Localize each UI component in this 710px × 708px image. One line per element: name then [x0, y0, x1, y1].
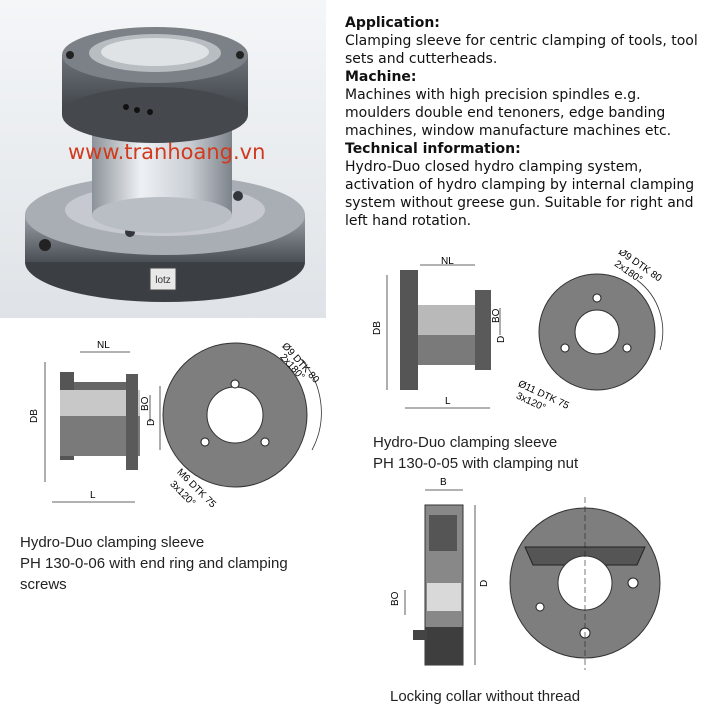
d1-caption-line2: PH 130-0-06 with end ring and clamping	[20, 555, 288, 572]
d2-bo-label: BO	[491, 308, 502, 323]
caption-drawing3: Locking collar without thread	[390, 688, 581, 705]
d2-nl-label: NL	[441, 256, 454, 267]
drawing-locking-collar: B D BO	[390, 477, 661, 670]
photo-badge: lotz	[155, 275, 171, 286]
application-heading: Application:	[345, 15, 440, 31]
d1-nl-label: NL	[97, 340, 110, 351]
caption-drawing1: Hydro-Duo clamping sleeve PH 130-0-06 wi…	[20, 532, 340, 595]
d1-l-label: L	[90, 490, 96, 501]
machine-text: Machines with high precision spindles e.…	[345, 87, 672, 139]
machine-heading: Machine:	[345, 69, 417, 85]
d1-caption-line1: Hydro-Duo clamping sleeve	[20, 534, 205, 551]
d2-caption-line1: Hydro-Duo clamping sleeve	[373, 434, 558, 451]
d1-caption-line3: screws	[20, 576, 67, 593]
technical-text: Hydro-Duo closed hydro clamping system, …	[345, 159, 695, 229]
d2-caption-line2: PH 130-0-05 with clamping nut	[373, 455, 579, 472]
drawing-ph-130-0-06: NL DB BO D L Ø9 DTK 80 2x180° M6 DTK 75 …	[29, 340, 322, 511]
product-photo: lotz	[0, 0, 326, 318]
d3-b-label: B	[440, 477, 447, 488]
d2-d-label: D	[496, 336, 507, 343]
d2-db-label: DB	[372, 321, 383, 335]
d3-d-label: D	[479, 580, 490, 587]
drawing-ph-130-0-05: NL DB BO D L Ø9 DTK 80 2x180° Ø11 DTK 75…	[372, 250, 664, 414]
d3-bo-label: BO	[390, 591, 401, 606]
d2-l-label: L	[445, 396, 451, 407]
clamping-sleeve-render: lotz	[25, 27, 305, 302]
application-text: Clamping sleeve for centric clamping of …	[345, 33, 698, 67]
technical-heading: Technical information:	[345, 141, 521, 157]
watermark: www.tranhoang.vn	[68, 140, 266, 164]
d1-d-label: D	[146, 419, 157, 426]
caption-drawing2: Hydro-Duo clamping sleeve PH 130-0-05 wi…	[373, 432, 703, 474]
d1-bo-label: BO	[140, 396, 151, 411]
info-panel: Application: Clamping sleeve for centric…	[345, 14, 710, 230]
d1-db-label: DB	[29, 409, 40, 423]
